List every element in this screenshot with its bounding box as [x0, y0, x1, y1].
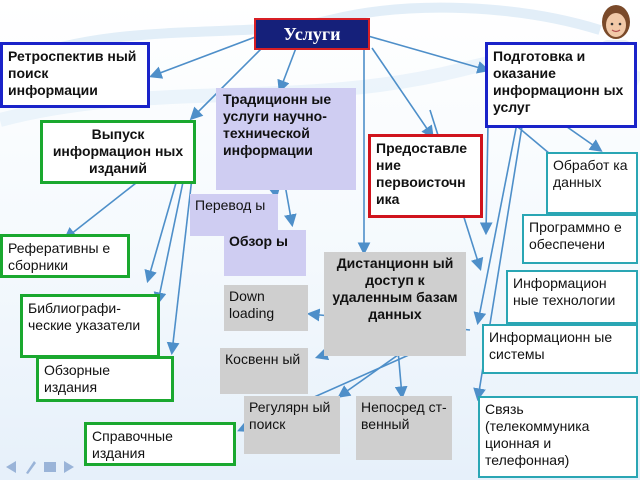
- node-review-publications: Обзорные издания: [36, 356, 174, 402]
- node-remote-database-access: Дистанционн ый доступ к удаленным базам …: [324, 252, 466, 356]
- node-regular-search: Регулярн ый поиск: [244, 396, 340, 454]
- node-information-publications: Выпуск информацион ных изданий: [40, 120, 196, 184]
- menu-icon[interactable]: [44, 462, 56, 472]
- next-arrow-icon[interactable]: [64, 461, 74, 473]
- node-translations: Перевод ы: [190, 194, 278, 236]
- node-reference-publications: Справочные издания: [84, 422, 236, 466]
- node-information-systems: Информационн ые системы: [482, 324, 638, 374]
- node-abstract-collections: Реферативны е сборники: [0, 234, 130, 278]
- node-communication: Связь (телекоммуника ционная и телефонна…: [478, 396, 638, 478]
- previous-arrow-icon[interactable]: [6, 461, 16, 473]
- node-preparation-information-services: Подготовка и оказание информационн ых ус…: [485, 42, 637, 128]
- pen-icon[interactable]: [26, 461, 36, 474]
- node-direct: Непосред ст-венный: [356, 396, 452, 460]
- node-primary-source-provision: Предоставле ние первоисточн ика: [368, 134, 483, 218]
- node-software: Программно е обеспечени: [522, 214, 638, 264]
- node-data-processing: Обработ ка данных: [546, 152, 638, 214]
- node-retrospective-search: Ретроспектив ный поиск информации: [0, 42, 150, 108]
- node-bibliographic-indexes: Библиографи-ческие указатели: [20, 294, 160, 358]
- node-indirect: Косвенн ый: [220, 348, 308, 394]
- node-reviews: Обзор ы: [224, 230, 306, 276]
- page-title: Услуги: [254, 18, 370, 50]
- node-information-technologies: Информацион ные технологии: [506, 270, 638, 324]
- slideshow-toolbar: [4, 458, 88, 476]
- node-downloading: Down loading: [224, 285, 308, 331]
- node-traditional-services: Традиционн ые услуги научно-технической …: [216, 88, 356, 190]
